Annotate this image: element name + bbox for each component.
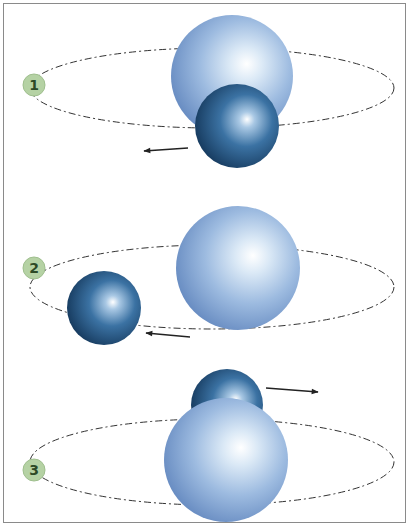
callout-circle: 2	[22, 256, 46, 280]
panel-three	[30, 369, 394, 522]
large-star	[176, 206, 300, 330]
callout-number: 2	[29, 260, 39, 276]
large-star	[164, 398, 288, 522]
callout-number: 3	[29, 462, 39, 478]
small-star	[195, 84, 279, 168]
motion-arrow	[144, 148, 188, 151]
frame	[4, 4, 406, 523]
callout-circle: 1	[22, 73, 46, 97]
panel-two	[30, 206, 394, 345]
callout-number: 1	[29, 77, 39, 93]
motion-arrow	[146, 333, 190, 337]
callout-circle: 3	[22, 458, 46, 482]
panel-one	[30, 15, 394, 168]
small-star	[67, 271, 141, 345]
motion-arrow	[266, 388, 318, 392]
